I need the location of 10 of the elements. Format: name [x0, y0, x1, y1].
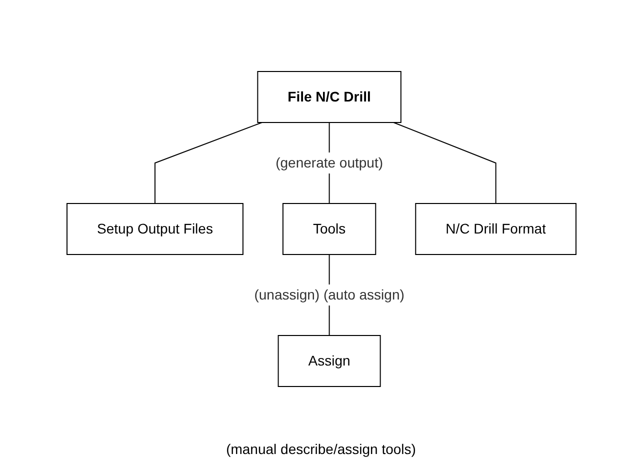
edge-label: (generate output) — [275, 154, 382, 170]
node-box: N/C Drill Format — [414, 202, 576, 254]
connector — [392, 122, 496, 204]
node-box: Tools — [282, 202, 376, 254]
node-box: File N/C Drill — [256, 70, 401, 122]
note-text: (manual describe/assign tools) — [226, 440, 416, 456]
edge-label: (unassign) (auto assign) — [254, 286, 404, 302]
node-box: Assign — [277, 334, 380, 386]
connector — [154, 122, 262, 204]
node-box: Setup Output Files — [66, 202, 243, 254]
